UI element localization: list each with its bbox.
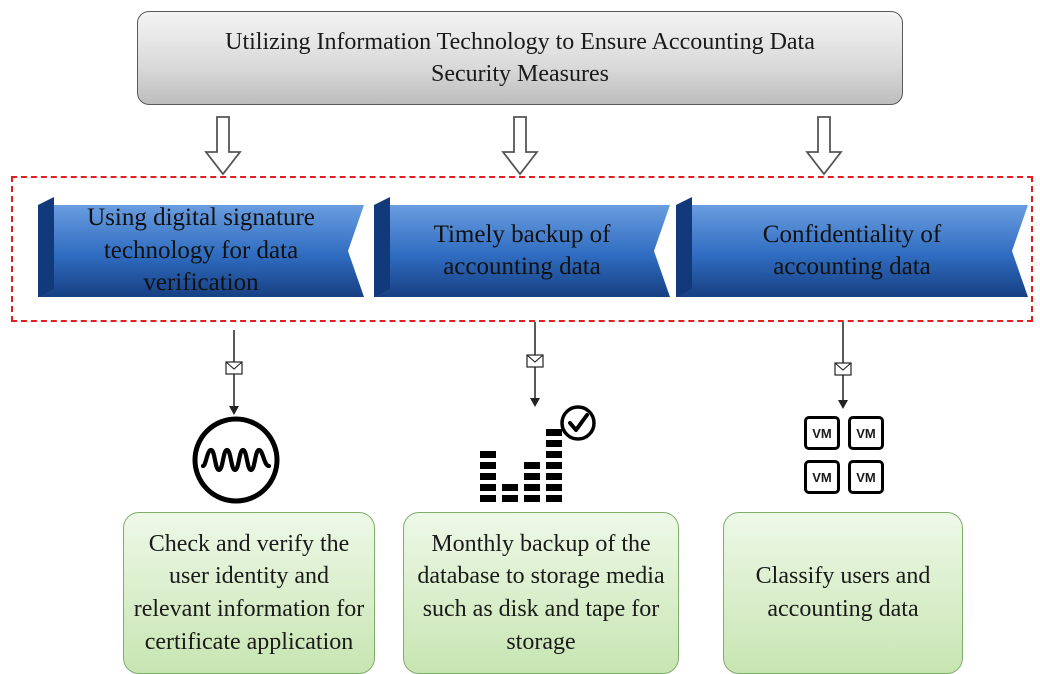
arrow-down-2: [501, 116, 539, 176]
connector-2: [526, 322, 544, 407]
arrow-down-3: [805, 116, 843, 176]
vm-tile: VM: [804, 416, 840, 450]
vm-tile: VM: [804, 460, 840, 494]
action-label-3: Classify users and accounting data: [755, 563, 931, 622]
measure-label-1: Using digital signature technology for d…: [87, 204, 315, 297]
vm-tile: VM: [848, 416, 884, 450]
title-text: Utilizing Information Technology to Ensu…: [225, 28, 815, 87]
action-label-2: Monthly backup of the database to storag…: [417, 530, 665, 655]
measure-banner-3: Confidentiality of accounting data: [674, 197, 1030, 305]
measures-dashed-frame: [11, 176, 1033, 322]
measure-banner-2: Timely backup of accounting data: [372, 197, 672, 305]
title-box: Utilizing Information Technology to Ensu…: [137, 11, 903, 105]
connector-1: [225, 330, 243, 415]
vm-grid-icon: VM VM VM VM: [804, 416, 888, 500]
waveform-icon: [190, 414, 282, 506]
connector-3: [834, 322, 852, 409]
action-box-3: Classify users and accounting data: [723, 512, 963, 674]
measure-label-2: Timely backup of accounting data: [433, 220, 611, 281]
action-label-1: Check and verify the user identity and r…: [133, 530, 365, 655]
action-box-1: Check and verify the user identity and r…: [123, 512, 375, 674]
vm-tile: VM: [848, 460, 884, 494]
measure-label-3: Confidentiality of accounting data: [762, 220, 942, 281]
action-box-2: Monthly backup of the database to storag…: [403, 512, 679, 674]
arrow-down-1: [204, 116, 242, 176]
backup-bars-check-icon: [478, 404, 598, 506]
measure-banner-1: Using digital signature technology for d…: [36, 197, 366, 305]
